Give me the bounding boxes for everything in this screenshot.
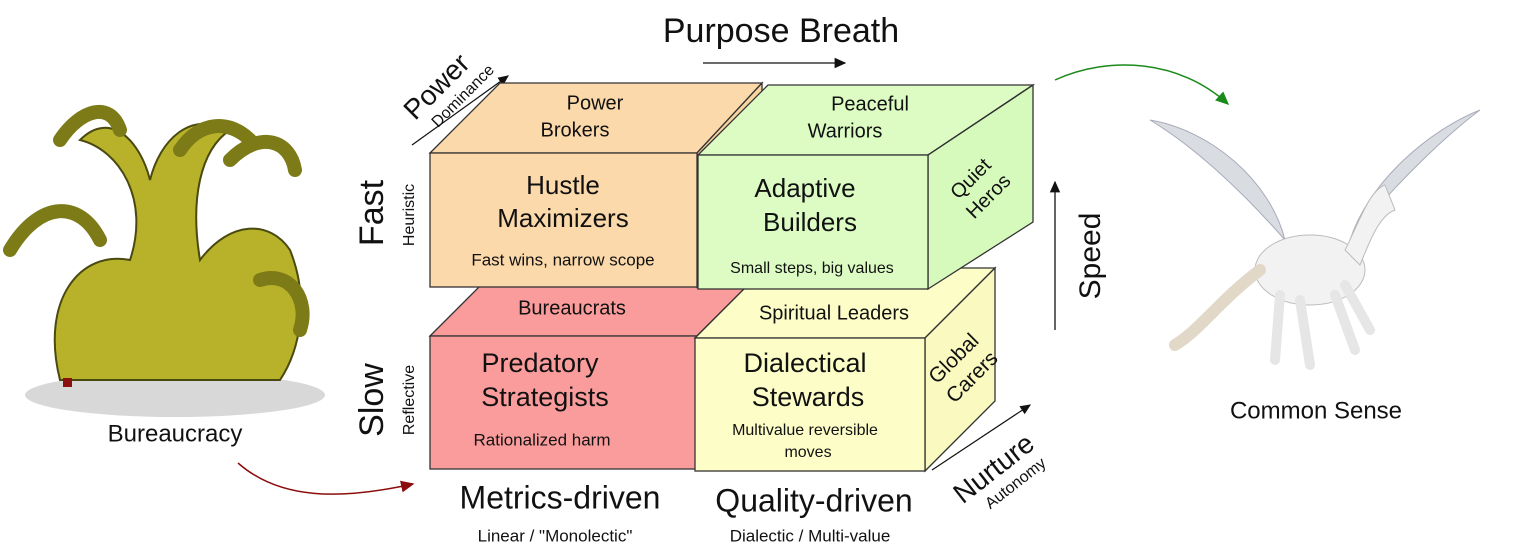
- svg-text:Warriors: Warriors: [808, 120, 883, 142]
- svg-text:Power: Power: [567, 92, 624, 114]
- svg-text:Bureaucrats: Bureaucrats: [518, 297, 626, 319]
- svg-text:Multivalue reversible: Multivalue reversible: [732, 422, 878, 439]
- purpose-breath-title: Purpose Breath: [663, 12, 899, 50]
- svg-text:Maximizers: Maximizers: [497, 203, 628, 233]
- reflective-label: Reflective: [401, 365, 418, 435]
- svg-text:Small steps, big values: Small steps, big values: [730, 260, 894, 277]
- svg-text:Peaceful: Peaceful: [831, 93, 909, 115]
- hydra-illustration: [3, 104, 325, 417]
- svg-text:Rationalized harm: Rationalized harm: [473, 430, 610, 449]
- quality-driven-label: Quality-driven: [715, 482, 912, 518]
- cube-dialectical-stewards: Spiritual Leaders Dialectical Stewards M…: [693, 266, 1003, 473]
- metrics-driven-label: Metrics-driven: [460, 479, 661, 515]
- fast-label: Fast: [353, 179, 391, 246]
- svg-text:Hustle: Hustle: [526, 170, 600, 200]
- svg-text:Stewards: Stewards: [752, 382, 865, 412]
- flow-arrow-to-metrics: [237, 462, 415, 495]
- nurture-arrow: [931, 404, 1032, 471]
- quality-driven-sub: Dialectic / Multi-value: [730, 526, 891, 545]
- cube-adaptive-builders: Peaceful Warriors Adaptive Builders Smal…: [696, 83, 1036, 291]
- heuristic-label: Heuristic: [401, 184, 418, 246]
- svg-text:Spiritual Leaders: Spiritual Leaders: [759, 302, 909, 324]
- common-sense-caption: Common Sense: [1230, 397, 1402, 424]
- svg-text:Adaptive: Adaptive: [754, 173, 855, 203]
- power-arrow: [411, 75, 509, 146]
- svg-text:Brokers: Brokers: [541, 119, 610, 141]
- metrics-driven-sub: Linear / "Monolectic": [478, 526, 633, 545]
- slow-label: Slow: [353, 363, 391, 437]
- speed-label: Speed: [1074, 213, 1107, 300]
- svg-text:Dialectical: Dialectical: [743, 348, 866, 378]
- nurture-axis-label: Nurture Autonomy: [947, 427, 1049, 512]
- flow-arrow-to-common-sense: [1054, 64, 1230, 106]
- svg-text:moves: moves: [784, 444, 831, 461]
- svg-text:Builders: Builders: [763, 207, 857, 237]
- svg-text:Fast wins, narrow scope: Fast wins, narrow scope: [471, 250, 654, 269]
- pegasus-illustration: [1149, 109, 1481, 370]
- svg-text:Strategists: Strategists: [481, 382, 609, 412]
- svg-text:Predatory: Predatory: [481, 348, 599, 378]
- bureaucracy-caption: Bureaucracy: [108, 420, 243, 447]
